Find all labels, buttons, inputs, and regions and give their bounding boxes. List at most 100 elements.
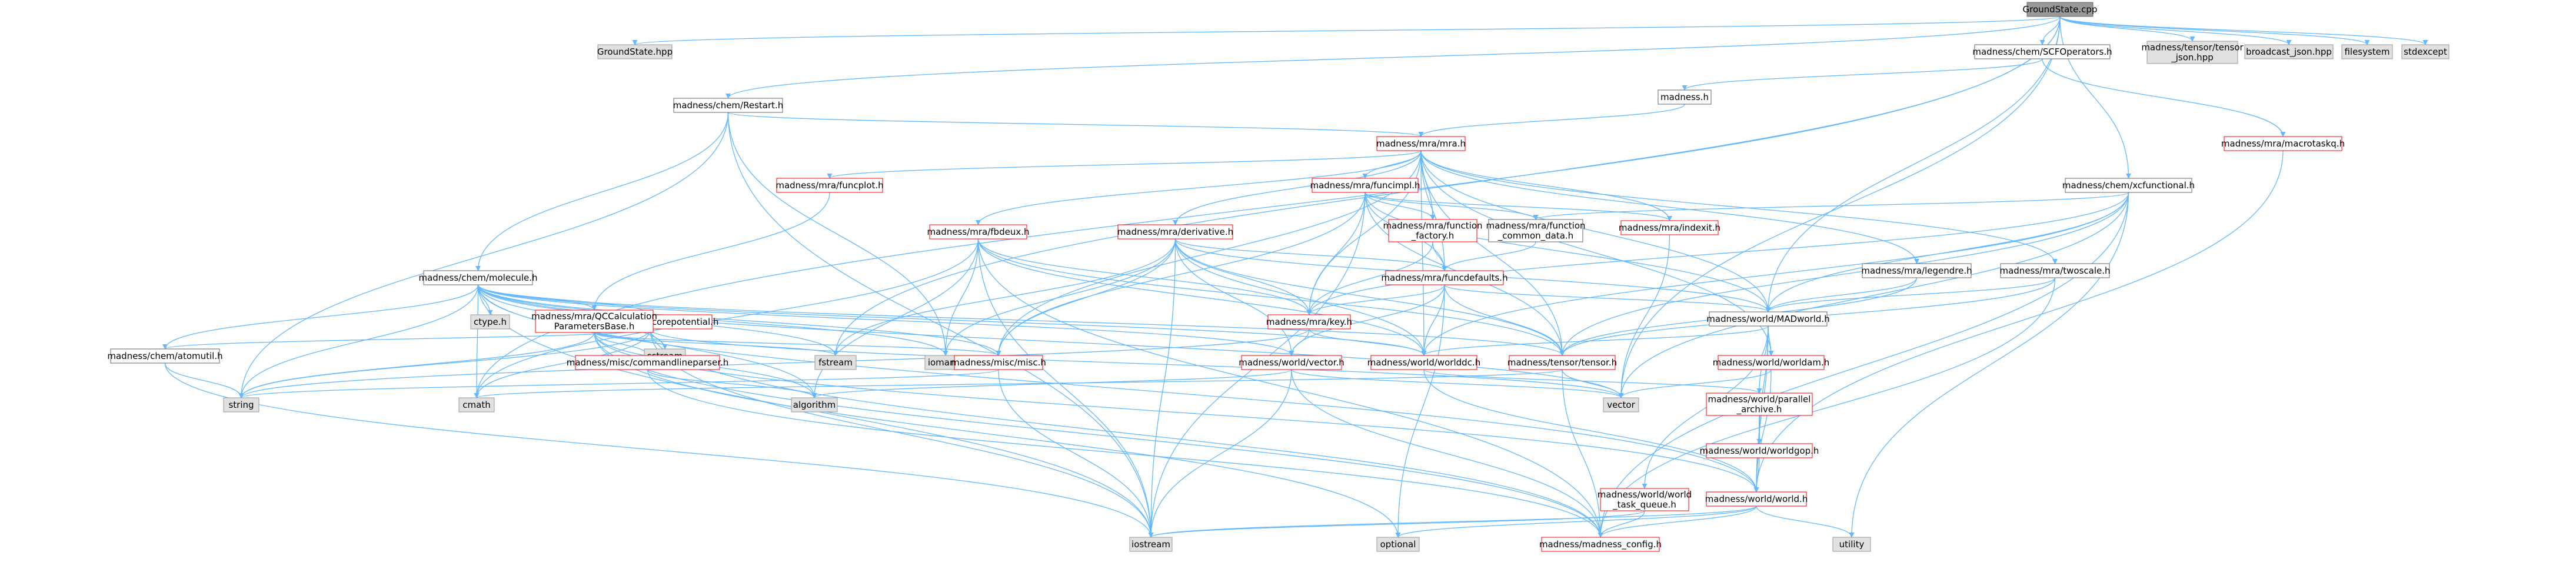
edge-scfunctional_h-to-madness_config_h bbox=[1597, 192, 2129, 538]
node-box bbox=[2026, 2, 2094, 17]
node-label: ParametersBase.h bbox=[554, 321, 635, 332]
edge-groundstate_cpp-to-madworld_h bbox=[1765, 16, 2061, 312]
node-derivative-h[interactable]: madness/mra/derivative.h bbox=[1117, 224, 1233, 240]
node-utility: utility bbox=[1832, 537, 1871, 552]
node-legendre-h[interactable]: madness/mra/legendre.h bbox=[1861, 263, 1972, 278]
node-label: vector bbox=[1607, 400, 1635, 410]
node-misc-h[interactable]: madness/misc/misc.h bbox=[951, 355, 1046, 370]
edge-atomutil_h-to-iostream bbox=[164, 362, 1154, 538]
node-label: GroundState.cpp bbox=[2023, 4, 2098, 15]
edge-vector_h-to-vector bbox=[1291, 369, 1624, 398]
node-label: ctype.h bbox=[474, 317, 507, 327]
node-label: madness/mra/funcdefaults.h bbox=[1381, 272, 1507, 283]
edge-funcplot_h-to-qccalc_h bbox=[591, 192, 830, 311]
node-key-h[interactable]: madness/mra/key.h bbox=[1266, 314, 1352, 330]
edge-world_h-to-iostream bbox=[1148, 505, 1757, 538]
node-madness-config-h[interactable]: madness/madness_config.h bbox=[1539, 537, 1662, 552]
node-label: madness/mra/mra.h bbox=[1376, 138, 1466, 149]
edge-misc_h-to-string bbox=[238, 369, 999, 398]
node-box bbox=[2224, 136, 2342, 151]
node-qccalc-h[interactable]: madness/mra/QCCalculationParametersBase.… bbox=[531, 310, 657, 333]
edge-qccalc_h-to-optional bbox=[594, 332, 1401, 538]
edge-fbdeux_h-to-madness_config_h bbox=[977, 238, 1603, 538]
edge-restart_h-to-string bbox=[238, 112, 729, 398]
edge-groundstate_cpp-to-cmath bbox=[474, 16, 2061, 398]
node-world-h[interactable]: madness/world/world.h bbox=[1705, 491, 1808, 507]
node-ctype-h: ctype.h bbox=[470, 314, 510, 330]
node-twoscale-h[interactable]: madness/mra/twoscale.h bbox=[1999, 263, 2111, 278]
edge-scfoperators_h-to-madness_h bbox=[1682, 58, 2043, 91]
edge-key_h-to-string bbox=[238, 328, 1310, 398]
edge-corepotential_h-to-madness_config_h bbox=[650, 328, 1603, 538]
node-worlddc-h[interactable]: madness/world/worlddc.h bbox=[1367, 355, 1480, 370]
node-label: madness/tensor/tensor bbox=[2141, 42, 2244, 53]
node-vector-h[interactable]: madness/world/vector.h bbox=[1239, 355, 1344, 370]
edge-funcdefaults_h-to-tensor_h bbox=[1444, 284, 1565, 356]
edge-scfunctional_h-to-vector bbox=[1618, 192, 2129, 398]
edge-restart_h-to-molecule_h bbox=[475, 112, 729, 271]
edge-groundstate_cpp-to-restart_h bbox=[725, 16, 2061, 99]
edge-derivative_h-to-funcdefaults_h bbox=[1174, 238, 1447, 271]
node-label: madness/mra/indexit.h bbox=[1619, 222, 1720, 233]
node-molecule-h[interactable]: madness/chem/molecule.h bbox=[418, 270, 538, 285]
node-madworld-h[interactable]: madness/world/MADworld.h bbox=[1706, 311, 1830, 327]
node-atomutil-h[interactable]: madness/chem/atomutil.h bbox=[107, 348, 223, 364]
node-funcimpl-h[interactable]: madness/mra/funcimpl.h bbox=[1310, 178, 1420, 193]
node-funcplot-h[interactable]: madness/mra/funcplot.h bbox=[776, 178, 884, 193]
node-label: filesystem bbox=[2344, 46, 2389, 57]
edge-worldam_h-to-vector bbox=[1618, 369, 1772, 398]
node-label: madness/world/vector.h bbox=[1239, 357, 1344, 368]
node-world-task-queue-h[interactable]: madness/world/world_task_queue.h bbox=[1597, 488, 1692, 511]
node-mra-h[interactable]: madness/mra/mra.h bbox=[1376, 136, 1466, 151]
edge-misc_h-to-iostream bbox=[998, 369, 1154, 538]
edge-tensor_h-to-vector bbox=[1562, 369, 1624, 398]
node-box bbox=[814, 355, 857, 370]
node-funcdefaults-h[interactable]: madness/mra/funcdefaults.h bbox=[1381, 270, 1508, 285]
edge-tensor_h-to-madness_config_h bbox=[1562, 369, 1603, 538]
node-box bbox=[791, 397, 838, 413]
edge-function_factory_h-to-key_h bbox=[1306, 241, 1433, 315]
node-worldam-h[interactable]: madness/world/worldam.h bbox=[1713, 355, 1829, 370]
node-fbdeux-h[interactable]: madness/mra/fbdeux.h bbox=[927, 224, 1030, 240]
node-label: madness/chem/molecule.h bbox=[418, 272, 537, 283]
edge-derivative_h-to-fstream bbox=[833, 238, 1176, 356]
edge-mra_h-to-twoscale_h bbox=[1420, 150, 2058, 264]
node-macrotaskq-h[interactable]: madness/mra/macrotaskq.h bbox=[2221, 136, 2345, 151]
node-box bbox=[1267, 314, 1351, 330]
node-groundstate-hpp: GroundState.hpp bbox=[597, 44, 673, 59]
node-box bbox=[1862, 263, 1972, 278]
edge-scfunctional_h-to-key_h bbox=[1306, 192, 2129, 315]
node-label: madness/tensor/tensor.h bbox=[1507, 357, 1617, 368]
node-box bbox=[2341, 44, 2393, 59]
node-scfoperators-h[interactable]: madness/chem/SCFOperators.h bbox=[1972, 44, 2112, 59]
edge-cmdparser_h-to-madness_config_h bbox=[647, 369, 1603, 538]
node-parallel-archive-h[interactable]: madness/world/parallel_archive.h bbox=[1706, 393, 1813, 416]
node-box bbox=[1658, 89, 1712, 105]
edge-molecule_h-to-cmath bbox=[474, 284, 480, 398]
edge-worldgop_h-to-world_h bbox=[1753, 457, 1760, 493]
node-box bbox=[458, 397, 495, 413]
node-madness-h[interactable]: madness.h bbox=[1658, 89, 1712, 105]
edge-derivative_h-to-worlddc_h bbox=[1174, 238, 1427, 356]
node-label: madness/world/world bbox=[1597, 490, 1692, 500]
node-label: _task_queue.h bbox=[1612, 500, 1676, 511]
node-worldgop-h[interactable]: madness/world/worldgop.h bbox=[1700, 443, 1819, 458]
edge-madness_h-to-mra_h bbox=[1418, 104, 1685, 137]
node-tensor-h[interactable]: madness/tensor/tensor.h bbox=[1507, 355, 1617, 370]
edge-tensor_h-to-cmath bbox=[474, 369, 1563, 398]
node-function-factory-h[interactable]: madness/mra/function_factory.h bbox=[1383, 219, 1483, 242]
node-tensor-json-hpp: madness/tensor/tensor_json.hpp bbox=[2141, 41, 2244, 64]
node-box bbox=[110, 348, 220, 364]
node-box bbox=[1117, 224, 1233, 240]
node-label: madness/madness_config.h bbox=[1539, 539, 1662, 550]
node-scfunctional-h[interactable]: madness/chem/xcfunctional.h bbox=[2062, 178, 2195, 193]
node-function-common-h[interactable]: madness/mra/function_common_data.h bbox=[1486, 219, 1586, 242]
node-box bbox=[1706, 443, 1813, 458]
node-box bbox=[673, 98, 783, 113]
node-indexit-h[interactable]: madness/mra/indexit.h bbox=[1619, 220, 1720, 235]
node-restart-h[interactable]: madness/chem/Restart.h bbox=[673, 98, 784, 113]
edge-derivative_h-to-key_h bbox=[1174, 238, 1312, 315]
node-box bbox=[1620, 220, 1719, 235]
node-cmdparser-h[interactable]: madness/misc/commandlineparser.h bbox=[567, 355, 729, 370]
